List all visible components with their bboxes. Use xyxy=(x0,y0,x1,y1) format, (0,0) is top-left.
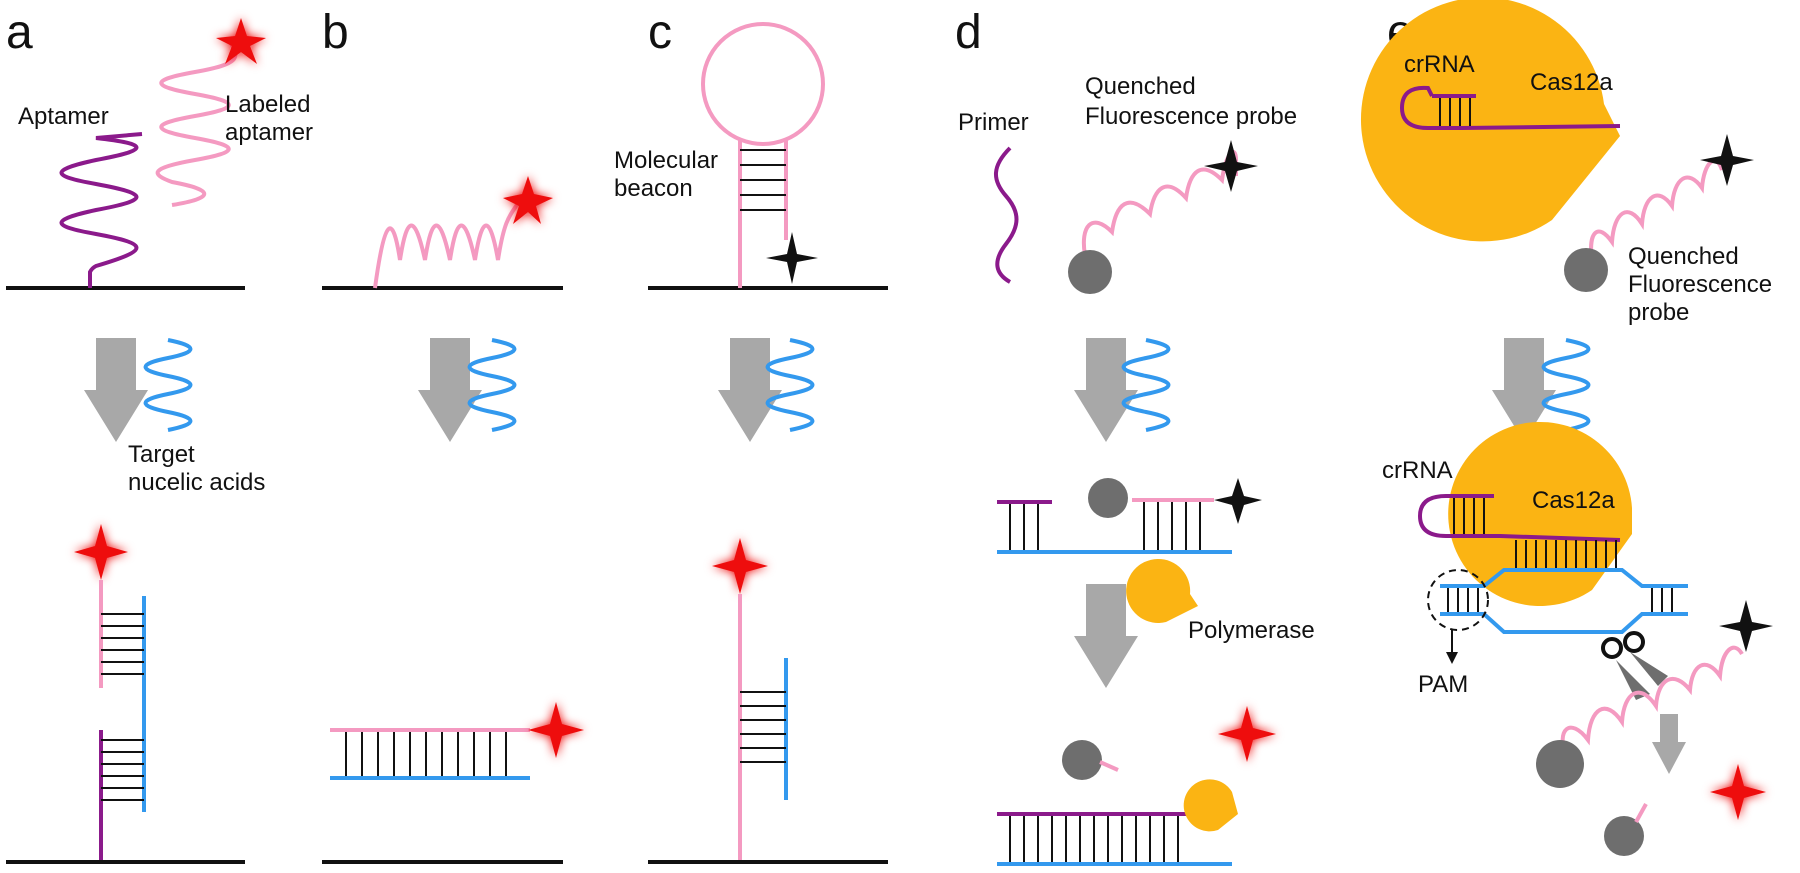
fluorophore-star xyxy=(216,18,266,64)
quencher-star xyxy=(1719,600,1773,652)
primer-strand xyxy=(994,146,1019,284)
quencher-star xyxy=(1700,134,1754,186)
down-arrow-small xyxy=(1652,714,1686,774)
target-strand xyxy=(467,338,517,432)
base-pairs-top xyxy=(101,613,144,675)
primer-label: Primer xyxy=(958,109,1029,136)
labeled-aptamer-strand xyxy=(155,40,238,207)
beacon-label-1: Molecular xyxy=(614,147,718,174)
panel-e: e crRNA Cas12a Quenched Fluorescence pro… xyxy=(1360,0,1773,856)
down-arrow xyxy=(418,338,482,442)
beacon-loop xyxy=(701,22,825,146)
cas12a-label: Cas12a xyxy=(1530,69,1613,96)
target-dna-top xyxy=(1440,568,1688,588)
probe-strand xyxy=(1081,149,1238,256)
pam-pointer-head xyxy=(1446,652,1458,664)
labeled-aptamer-label-2: aptamer xyxy=(225,119,313,146)
quencher-ball xyxy=(1564,248,1608,292)
target-label-2: nucelic acids xyxy=(128,469,265,496)
fluorophore-star xyxy=(712,538,768,594)
probe-label-1: Quenched xyxy=(1628,243,1739,270)
crrna-base-pairs xyxy=(1439,98,1471,126)
polymerase-label: Polymerase xyxy=(1188,617,1315,644)
pam-label: PAM xyxy=(1418,671,1468,698)
probe-label-2: Fluorescence xyxy=(1628,271,1772,298)
aptamer-label: Aptamer xyxy=(18,103,109,130)
panel-c: c Molecular beacon xyxy=(614,6,888,864)
cas12a-label: Cas12a xyxy=(1532,487,1615,514)
target-strand xyxy=(1121,338,1171,432)
cas12a-enzyme xyxy=(1360,0,1620,242)
down-arrow xyxy=(1074,338,1138,442)
quencher-ball xyxy=(1068,250,1112,294)
probe-label-1: Quenched xyxy=(1085,73,1196,100)
quencher-ball xyxy=(1062,740,1102,780)
scissors-icon xyxy=(1601,631,1668,700)
probe-label-2: Fluorescence probe xyxy=(1085,103,1297,130)
quencher-ball xyxy=(1536,740,1584,788)
quencher-star xyxy=(1214,478,1262,524)
target-strand xyxy=(765,338,815,432)
panel-b-letter: b xyxy=(322,6,349,59)
panel-b: b xyxy=(322,6,584,864)
base-pairs xyxy=(740,691,786,763)
fluorophore-star xyxy=(74,524,128,580)
probe-strand xyxy=(1589,158,1724,261)
down-arrow xyxy=(84,338,148,442)
down-arrow xyxy=(1492,338,1556,442)
target-strand xyxy=(1541,338,1591,432)
aptamer-strand xyxy=(59,132,143,288)
base-pairs xyxy=(1009,816,1179,862)
crrna-label: crRNA xyxy=(1404,51,1475,78)
polymerase-icon xyxy=(1183,779,1238,832)
panel-a-letter: a xyxy=(6,6,33,59)
crrna-strand xyxy=(1417,494,1621,542)
probe-fragment xyxy=(1634,803,1648,823)
fluorophore-star xyxy=(503,176,553,224)
dsdna-base-pairs xyxy=(1447,588,1673,612)
labeled-aptamer-folded xyxy=(373,198,522,289)
panel-a: a Aptamer Labeled aptamer Target nucelic… xyxy=(6,6,313,864)
quencher-ball xyxy=(1604,816,1644,856)
probe-fragment xyxy=(1099,760,1119,772)
base-pairs xyxy=(345,732,507,776)
crrna-label: crRNA xyxy=(1382,457,1453,484)
crrna-strand xyxy=(1399,85,1621,130)
guide-target-base-pairs xyxy=(1515,540,1617,568)
probe-strand xyxy=(1560,645,1744,757)
polymerase-icon xyxy=(1126,558,1198,623)
fluorophore-star xyxy=(1218,706,1276,762)
down-arrow xyxy=(718,338,782,442)
base-pairs-bottom xyxy=(101,739,144,801)
base-pairs xyxy=(1009,502,1201,550)
beacon-label-2: beacon xyxy=(614,175,693,202)
fluorophore-star xyxy=(1710,764,1766,820)
panel-d-letter: d xyxy=(955,6,982,59)
labeled-aptamer-label-1: Labeled xyxy=(225,91,310,118)
target-dna-bottom xyxy=(1440,612,1688,634)
panel-d: d Primer Quenched Fluorescence probe Pol… xyxy=(955,6,1315,866)
quencher-star xyxy=(766,232,818,284)
panel-c-letter: c xyxy=(648,6,672,59)
fluorophore-star xyxy=(528,702,584,758)
target-strand xyxy=(143,338,193,432)
stem-base-pairs xyxy=(740,149,786,211)
target-label-1: Target xyxy=(128,441,195,468)
down-arrow xyxy=(1074,584,1138,688)
quencher-star xyxy=(1204,140,1258,192)
crrna-base-pairs xyxy=(1453,498,1485,534)
quencher-ball xyxy=(1088,478,1128,518)
probe-label-3: probe xyxy=(1628,299,1689,326)
pam-circle xyxy=(1427,569,1489,631)
